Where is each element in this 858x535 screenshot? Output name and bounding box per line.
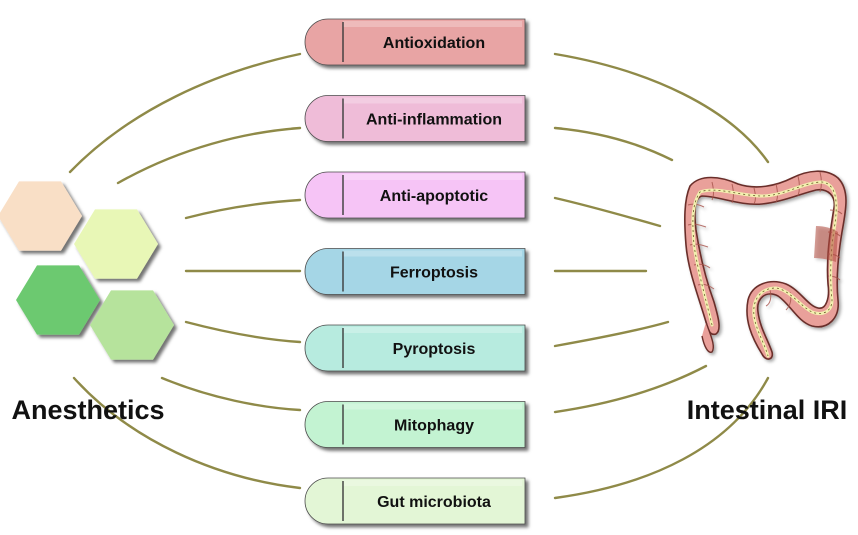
mechanism-list: AntioxidationAnti-inflammationAnti-apopt…	[304, 18, 526, 525]
mechanism-box	[304, 248, 526, 295]
mechanism-box	[304, 95, 526, 142]
connector-lines	[68, 52, 770, 500]
connector-line	[553, 320, 670, 348]
connector-line	[184, 198, 302, 220]
green-hexagon	[16, 265, 100, 335]
mechanism-box	[304, 171, 526, 219]
mechanism-label-anti-inflammation: Anti-inflammation	[366, 112, 502, 129]
mechanism-box	[304, 477, 526, 525]
connector-line	[116, 126, 302, 185]
mechanism-box	[304, 324, 526, 372]
colon-icon	[684, 170, 847, 360]
mechanism-label-pyroptosis: Pyroptosis	[393, 341, 476, 358]
connector-line	[553, 52, 770, 164]
connector-line	[184, 320, 302, 344]
connector-line	[72, 376, 302, 490]
connector-line	[68, 52, 302, 174]
anesthetics-label: Anesthetics	[11, 395, 164, 425]
connector-line	[553, 364, 708, 414]
mechanism-box	[304, 401, 526, 448]
mechanism-label-ferroptosis: Ferroptosis	[390, 265, 478, 282]
connector-line	[160, 376, 302, 412]
intestinal-iri-label: Intestinal IRI	[687, 395, 848, 425]
mechanism-box	[304, 18, 526, 66]
peach-hexagon	[0, 181, 82, 251]
light-green-hexagon	[90, 290, 174, 360]
connector-line	[553, 126, 674, 162]
mechanism-label-anti-apoptotic: Anti-apoptotic	[380, 188, 489, 205]
anesthetics-hexagon-cluster	[0, 181, 174, 360]
mechanism-label-gut-microbiota: Gut microbiota	[377, 494, 491, 511]
mechanism-label-mitophagy: Mitophagy	[394, 418, 474, 435]
connector-line	[553, 376, 770, 500]
connector-line	[553, 196, 662, 228]
mechanism-label-antioxidation: Antioxidation	[383, 35, 485, 52]
lime-hexagon	[74, 209, 158, 279]
